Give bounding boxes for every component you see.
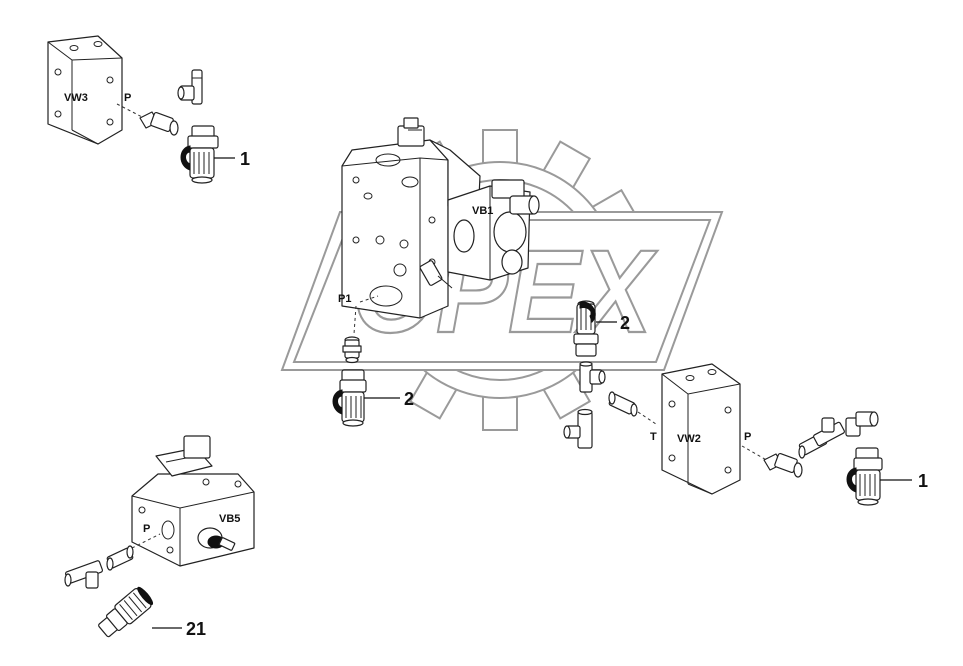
vw3-port-label: P	[124, 92, 131, 104]
vw3-label: VW3	[64, 92, 88, 104]
valve-block-vw3: VW3 P	[47, 35, 149, 145]
tee-fitting-right	[813, 417, 845, 447]
vb5-label: VB5	[219, 513, 240, 525]
elbow-fitting-vw3	[139, 111, 179, 136]
callout-2-center: 2	[620, 313, 630, 333]
elbow-fitting-vw2	[763, 452, 803, 478]
callout-1-right: 1	[918, 471, 928, 491]
vw2-label: VW2	[677, 433, 701, 445]
valve-block-vb1	[341, 117, 481, 319]
vw2-t-label: T	[650, 431, 657, 443]
adapter-vw2-t	[608, 391, 638, 417]
vb1-sensor-fitting	[419, 260, 453, 289]
tee-fitting-vb5	[64, 560, 104, 589]
vw2-p-label: P	[744, 431, 751, 443]
test-coupling-21	[98, 586, 154, 638]
test-coupling-1-right	[846, 447, 883, 506]
vb5-port-label: P	[143, 523, 150, 535]
test-coupling-1-top	[180, 125, 219, 184]
elbow-fitting-right	[845, 411, 879, 437]
callout-2-left: 2	[404, 389, 414, 409]
valve-block-vw2: VW2 P	[661, 363, 771, 495]
vb1-cartridge: VB1	[447, 179, 540, 281]
tee-fitting-center	[579, 361, 606, 393]
p1-label: P1	[338, 293, 351, 305]
vb5-cartridge	[197, 527, 236, 551]
test-coupling-2-left	[332, 369, 367, 427]
tee-fitting-top	[177, 69, 203, 105]
vb5-solenoid	[155, 435, 213, 477]
tee-fitting-lower	[563, 408, 593, 449]
callout-1-top: 1	[240, 149, 250, 169]
vb1-label: VB1	[472, 205, 493, 217]
adapter-p1	[342, 336, 362, 364]
test-coupling-2-center	[573, 300, 599, 357]
valve-block-vb5: P VB5	[131, 473, 255, 567]
callout-21: 21	[186, 619, 206, 639]
adapter-vb5	[106, 545, 134, 571]
